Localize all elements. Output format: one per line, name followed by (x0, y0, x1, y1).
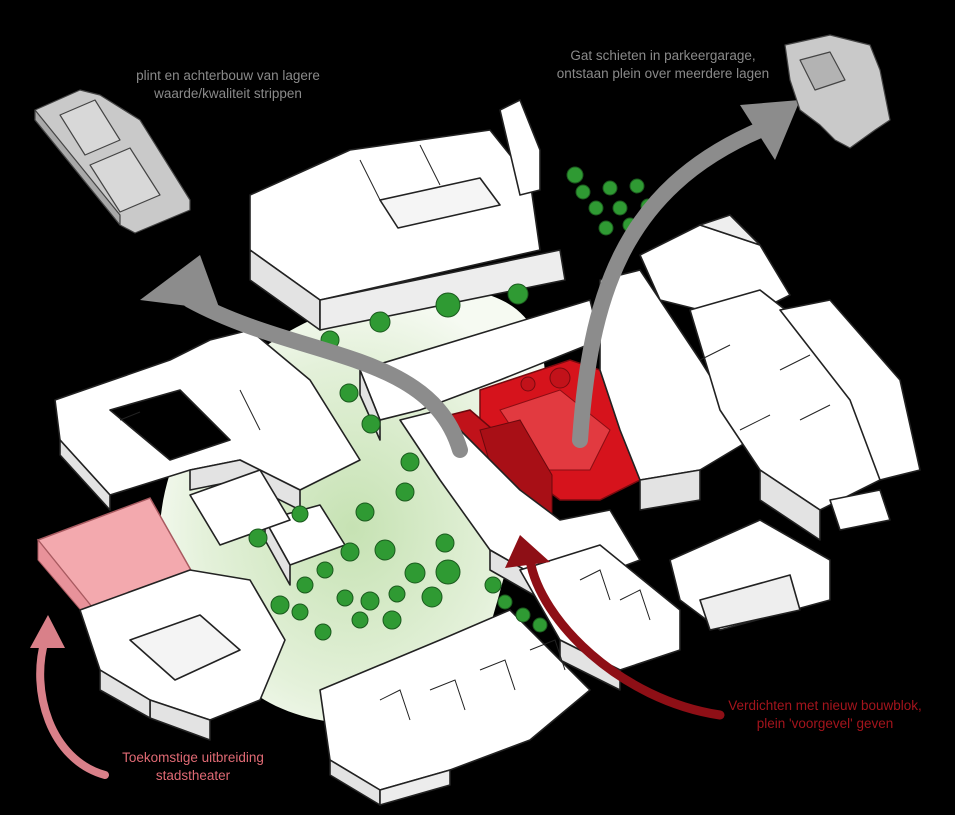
cut-annotation: Gat schieten in parkeergarage, ontstaan … (548, 47, 778, 83)
theater-annotation-line-1: Toekomstige uitbreiding (122, 750, 264, 765)
strip-annotation-line-2: waarde/kwaliteit strippen (154, 86, 302, 101)
building-details (119, 144, 831, 721)
dark-red-arrow (505, 535, 725, 720)
trees (248, 166, 656, 641)
pink-arrow (30, 615, 109, 779)
densify-annotation: Verdichten met nieuw bouwblok, plein 'vo… (700, 697, 950, 733)
gray-arrow-strip (140, 255, 468, 458)
strip-annotation-line-1: plint en achterbouw van lagere (136, 68, 320, 83)
strip-annotation: plint en achterbouw van lagere waarde/kw… (128, 67, 328, 103)
densify-annotation-line-2: plein 'voorgevel' geven (756, 716, 894, 731)
theater-annotation: Toekomstige uitbreiding stadstheater (108, 749, 278, 785)
cut-annotation-line-1: Gat schieten in parkeergarage, (570, 48, 756, 63)
theater-annotation-line-2: stadstheater (155, 768, 231, 783)
cut-annotation-line-2: ontstaan plein over meerdere lagen (556, 66, 770, 81)
gray-garage-model-icon (784, 34, 891, 149)
gray-arrow-cut (572, 100, 800, 448)
densify-annotation-line-1: Verdichten met nieuw bouwblok, (728, 698, 922, 713)
gray-building-model-icon (34, 89, 191, 234)
